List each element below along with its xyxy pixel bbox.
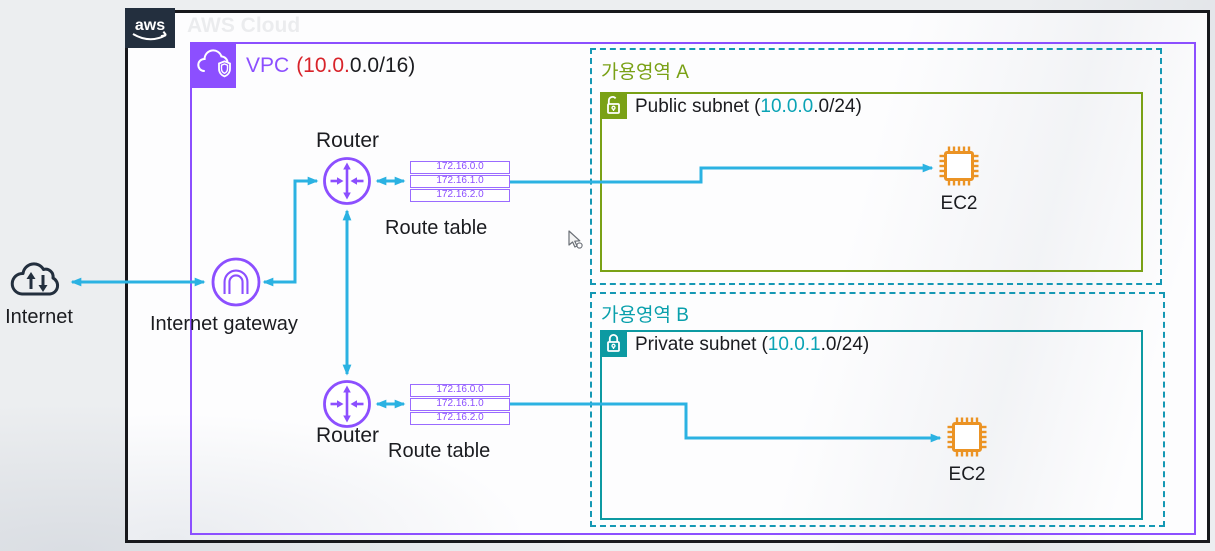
internet-gateway-label: Internet gateway	[150, 313, 298, 335]
route-table-a-label: Route table	[385, 217, 488, 239]
aws-logo: aws	[125, 8, 175, 48]
vpc-cidr-black: 0.0/16)	[349, 54, 416, 77]
aws-logo-icon: aws	[132, 17, 167, 41]
route-table-a: 172.16.0.0 172.16.1.0 172.16.2.0	[410, 161, 510, 203]
private-subnet-name: Private subnet	[635, 334, 757, 355]
aws-logo-text: aws	[135, 17, 165, 34]
route-table-row: 172.16.0.0	[410, 384, 510, 397]
vpc-name: VPC	[246, 54, 290, 77]
vpc-label: VPC (10.0.0.0/16)	[246, 54, 415, 78]
router-a-label: Router	[315, 129, 380, 152]
ec2-a-label: EC2	[940, 193, 978, 214]
route-table-row: 172.16.1.0	[410, 175, 510, 188]
ghost-aws-cloud-title: AWS Cloud	[187, 14, 301, 37]
route-table-b: 172.16.0.0 172.16.1.0 172.16.2.0	[410, 384, 510, 426]
route-table-row: 172.16.0.0	[410, 161, 510, 174]
ec2-b-chip-icon	[945, 415, 989, 459]
availability-zone-a-title: 가용영역 A	[601, 62, 689, 83]
internet-gateway-icon	[210, 256, 262, 308]
vpc-cidr-red: (10.0.	[296, 54, 350, 77]
public-subnet-box	[600, 92, 1143, 272]
router-a-icon	[322, 156, 372, 206]
private-subnet-box	[600, 330, 1143, 520]
public-subnet-cidr: 10.0.0	[760, 96, 814, 117]
router-b-label: Router	[315, 424, 380, 447]
vpc-cloud-shield-icon	[190, 42, 236, 88]
ec2-a-chip-icon	[937, 144, 981, 188]
availability-zone-b-title: 가용영역 B	[601, 305, 689, 326]
internet-label: Internet	[5, 306, 73, 328]
slide-frame	[125, 10, 1210, 543]
router-b-icon	[322, 379, 372, 429]
mouse-cursor-icon	[566, 229, 586, 253]
lock-closed-icon	[600, 330, 627, 357]
private-subnet-cidr: 10.0.1	[767, 334, 821, 355]
route-table-row: 172.16.1.0	[410, 398, 510, 411]
private-subnet-label: Private subnet(10.0.1.0/24)	[635, 334, 870, 355]
public-subnet-label: Public subnet(10.0.0.0/24)	[635, 96, 862, 117]
public-subnet-name: Public subnet	[635, 96, 750, 117]
aws-smile-icon	[132, 33, 167, 41]
ec2-b-label: EC2	[948, 464, 986, 485]
route-table-row: 172.16.2.0	[410, 412, 510, 425]
vpc-boundary	[190, 42, 1196, 535]
lock-open-icon	[600, 92, 627, 119]
route-table-row: 172.16.2.0	[410, 189, 510, 202]
route-table-b-label: Route table	[388, 440, 491, 462]
internet-cloud-icon	[6, 254, 68, 304]
